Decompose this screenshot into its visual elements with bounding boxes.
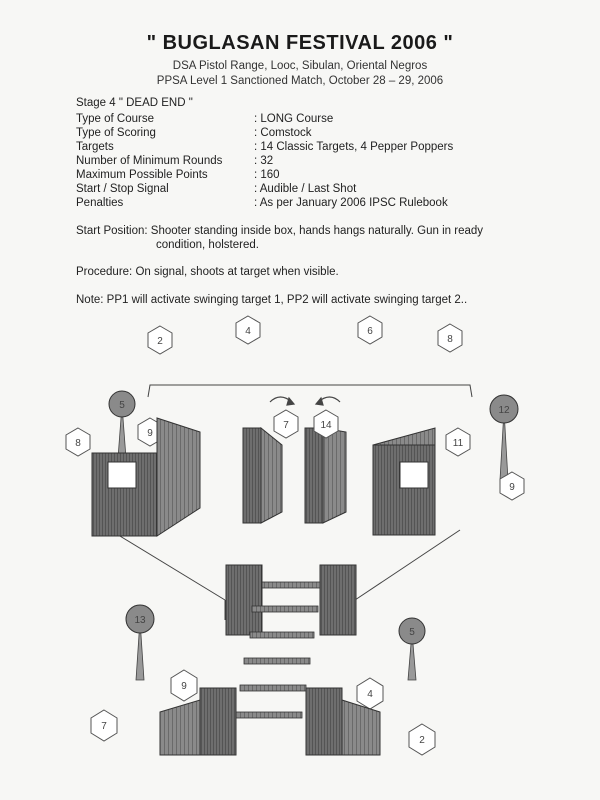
spec-row: Maximum Possible Points : 160 xyxy=(76,168,554,182)
wall-middle xyxy=(242,426,347,524)
spec-value: : 14 Classic Targets, 4 Pepper Poppers xyxy=(254,141,454,153)
spec-label: Type of Scoring xyxy=(76,127,156,139)
spec-label: Number of Minimum Rounds xyxy=(76,155,223,167)
spec-row: Penalties : As per January 2006 IPSC Rule… xyxy=(76,196,554,210)
target-bottom-left: 9 xyxy=(170,669,198,702)
stage-specs: Type of Course : LONG Course Type of Scor… xyxy=(76,112,554,210)
spec-row: Start / Stop Signal : Audible / Last Shot xyxy=(76,182,554,196)
target-right: 11 xyxy=(445,427,471,457)
popper-number: 13 xyxy=(134,615,146,626)
venue-line: DSA Pistol Range, Looc, Sibulan, Orienta… xyxy=(172,60,428,72)
popper-right: 12 xyxy=(489,394,519,481)
spec-label: Type of Course xyxy=(76,113,154,125)
stage-title: Stage 4 " DEAD END " xyxy=(76,97,193,109)
swing-arrow-left xyxy=(269,396,296,406)
spec-label: Penalties xyxy=(76,197,124,209)
spec-row: Targets : 14 Classic Targets, 4 Pepper Po… xyxy=(76,140,554,154)
match-title: " BUGLASAN FESTIVAL 2006 " xyxy=(146,32,454,54)
spec-value: : 32 xyxy=(254,155,274,167)
target-number: 6 xyxy=(367,326,373,337)
popper-bottom-left: 13 xyxy=(125,604,155,681)
target-corner-left: 7 xyxy=(90,709,118,742)
procedure-text: Procedure: On signal, shoots at target w… xyxy=(76,266,339,278)
spec-label: Maximum Possible Points xyxy=(76,169,208,181)
target-number: 9 xyxy=(509,482,515,493)
wall-right xyxy=(372,427,436,536)
popper-bottom-right: 5 xyxy=(398,617,426,681)
target-number: 7 xyxy=(283,420,289,431)
target-number: 4 xyxy=(245,326,251,337)
target-top-2: 2 xyxy=(147,325,173,355)
target-number: 8 xyxy=(447,334,453,345)
target-number: 8 xyxy=(75,438,81,449)
stage-diagram: 2 4 6 8 5 8 xyxy=(65,315,525,756)
popper-number: 12 xyxy=(498,405,510,416)
target-top-4: 4 xyxy=(235,315,261,345)
popper-number: 5 xyxy=(409,627,415,638)
target-top-8: 8 xyxy=(437,323,463,353)
start-position-line1: Start Position: Shooter standing inside … xyxy=(76,225,484,237)
popper-left: 5 xyxy=(108,390,136,459)
target-number: 4 xyxy=(367,689,373,700)
wall-bottom-left xyxy=(159,687,237,756)
target-middle: 7 xyxy=(273,409,299,439)
spec-label: Start / Stop Signal xyxy=(76,183,169,195)
spec-row: Type of Course : LONG Course xyxy=(76,112,554,126)
popper-number: 5 xyxy=(119,400,125,411)
swing-arrow-right xyxy=(314,396,341,406)
wall-bottom-right xyxy=(305,687,381,756)
target-number: 2 xyxy=(157,336,163,347)
target-bottom-right: 4 xyxy=(356,677,384,710)
wall-bottom-center xyxy=(225,564,357,719)
start-position: Start Position: Shooter standing inside … xyxy=(76,224,536,252)
spec-label: Targets xyxy=(76,141,114,153)
target-middle-right: 14 xyxy=(313,409,339,439)
spec-value: : Audible / Last Shot xyxy=(254,183,357,195)
target-corner-right: 2 xyxy=(408,723,436,756)
target-top-6: 6 xyxy=(357,315,383,345)
target-number: 7 xyxy=(101,721,107,732)
note-text: Note: PP1 will activate swinging target … xyxy=(76,294,468,306)
match-line: PPSA Level 1 Sanctioned Match, October 2… xyxy=(156,75,444,87)
spec-row: Type of Scoring : Comstock xyxy=(76,126,554,140)
spec-value: : 160 xyxy=(254,169,280,181)
spec-value: : As per January 2006 IPSC Rulebook xyxy=(254,197,448,209)
target-number: 9 xyxy=(181,681,187,692)
spec-row: Number of Minimum Rounds : 32 xyxy=(76,154,554,168)
target-number: 2 xyxy=(419,735,425,746)
target-number: 9 xyxy=(147,428,153,439)
spec-value: : Comstock xyxy=(254,127,312,139)
start-position-line2: condition, holstered. xyxy=(156,239,259,251)
target-number: 14 xyxy=(320,420,332,431)
wall-left xyxy=(91,417,201,537)
target-left: 8 xyxy=(65,427,91,457)
spec-value: : LONG Course xyxy=(254,113,334,125)
target-right-low: 9 xyxy=(499,471,525,501)
target-number: 11 xyxy=(453,438,464,449)
